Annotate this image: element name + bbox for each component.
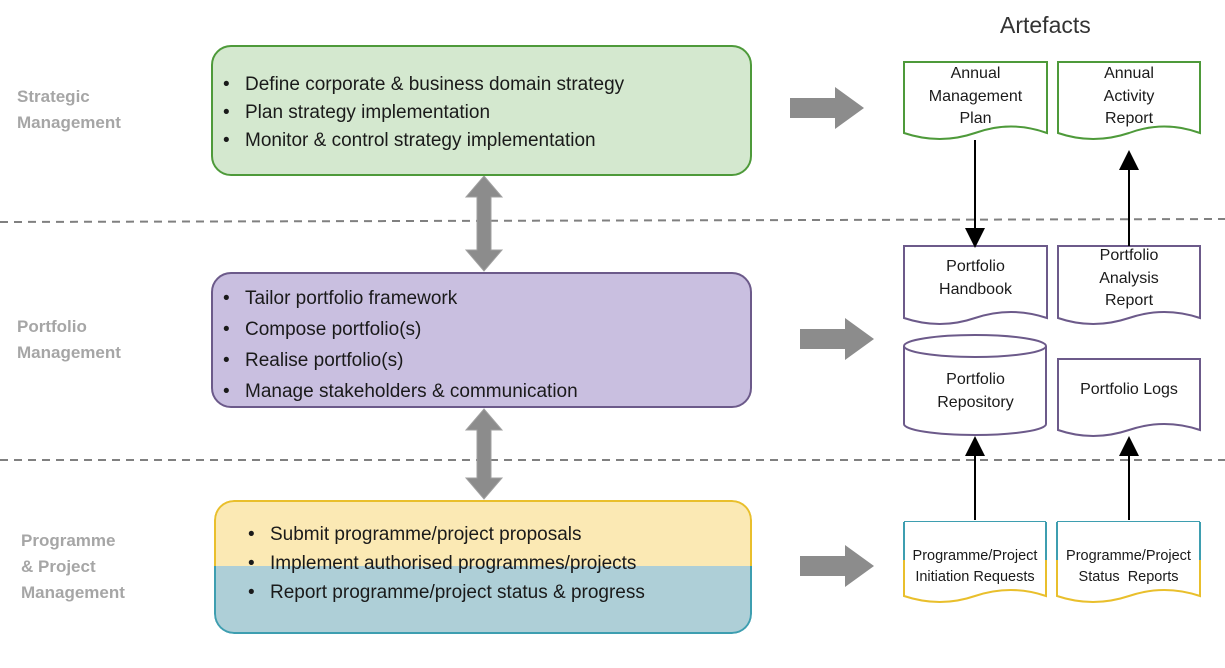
doc-initiation-requests [903,521,1047,603]
layer-label-line: Portfolio [17,317,87,336]
artefacts-title: Artefacts [1000,12,1091,38]
layer-label-line: Strategic [17,87,90,106]
artefact-line: Activity [1103,87,1155,105]
portfolio-bullet: Realise portfolio(s) [215,345,750,376]
strategic-bullet: Monitor & control strategy implementatio… [215,127,750,155]
artefact-annual-management-plan-text: Annual Management Plan [904,63,1047,131]
artefact-line: Status Reports [1078,569,1179,585]
layer-label-line: Management [17,343,121,362]
portfolio-bullet: Compose portfolio(s) [215,314,750,345]
programme-project-box: Submit programme/project proposals Imple… [214,500,752,634]
artefact-line: Portfolio [1099,247,1159,264]
programme-bullet: Submit programme/project proposals [240,520,645,549]
layer-label-strategic: Strategic Management [17,84,121,136]
double-arrow-portfolio-programme [464,408,504,500]
programme-bullet: Report programme/project status & progre… [240,578,645,607]
artefact-line: Portfolio Logs [1080,381,1178,398]
layer-label-portfolio: Portfolio Management [17,314,121,366]
artefact-annual-activity-report-text: Annual Activity Report [1058,63,1200,131]
layer-label-programme: Programme & Project Management [21,528,125,606]
artefact-line: Report [1104,110,1154,127]
artefact-portfolio-handbook-text: Portfolio Handbook [904,256,1047,301]
artefact-line: Analysis [1099,269,1159,287]
layer-label-line: Programme [21,531,116,550]
right-arrow-programme [800,545,874,587]
doc-portfolio-analysis-report [1057,245,1201,325]
strategic-management-box: Define corporate & business domain strat… [211,45,752,176]
artefact-line: Annual [950,65,1001,82]
doc-portfolio-handbook [903,245,1048,325]
artefact-initiation-requests-text: Programme/Project Initiation Requests [904,546,1046,588]
strategic-bullet: Plan strategy implementation [215,99,750,127]
doc-portfolio-logs [1057,358,1201,437]
layer-label-line: & Project [21,557,96,576]
right-arrow-strategic [790,87,864,129]
portfolio-bullet: Manage stakeholders & communication [215,376,750,407]
strategic-bullet: Define corporate & business domain strat… [215,71,750,99]
artefact-line: Annual [1104,65,1154,82]
doc-annual-management-plan [903,61,1048,140]
artefact-portfolio-logs-text: Portfolio Logs [1058,379,1200,402]
artefact-line: Programme/Project [912,548,1038,564]
artefact-line: Management [928,87,1023,105]
artefact-line: Handbook [939,280,1012,298]
artefact-line: Repository [937,393,1014,411]
doc-annual-activity-report [1057,61,1201,140]
artefact-line: Plan [959,110,992,127]
cylinder-portfolio-repository [903,334,1047,436]
layer-label-line: Management [17,113,121,132]
artefact-line: Portfolio [946,258,1005,275]
programme-bullet: Implement authorised programmes/projects [240,549,645,578]
divider-strategic-portfolio [0,218,1225,223]
double-arrow-strategic-portfolio [464,175,504,272]
artefact-line: Portfolio [946,371,1005,388]
artefact-line: Report [1104,292,1154,309]
right-arrow-portfolio [800,318,874,360]
portfolio-bullet: Tailor portfolio framework [215,283,750,314]
doc-status-reports [1056,521,1201,603]
artefact-line: Programme/Project [1066,548,1191,564]
artefact-portfolio-repository-text: Portfolio Repository [904,369,1047,414]
artefact-portfolio-analysis-report-text: Portfolio Analysis Report [1058,245,1200,313]
layer-label-line: Management [21,583,125,602]
portfolio-management-box: Tailor portfolio framework Compose portf… [211,272,752,408]
artefact-line: Initiation Requests [915,569,1035,585]
artefact-status-reports-text: Programme/Project Status Reports [1057,546,1200,588]
